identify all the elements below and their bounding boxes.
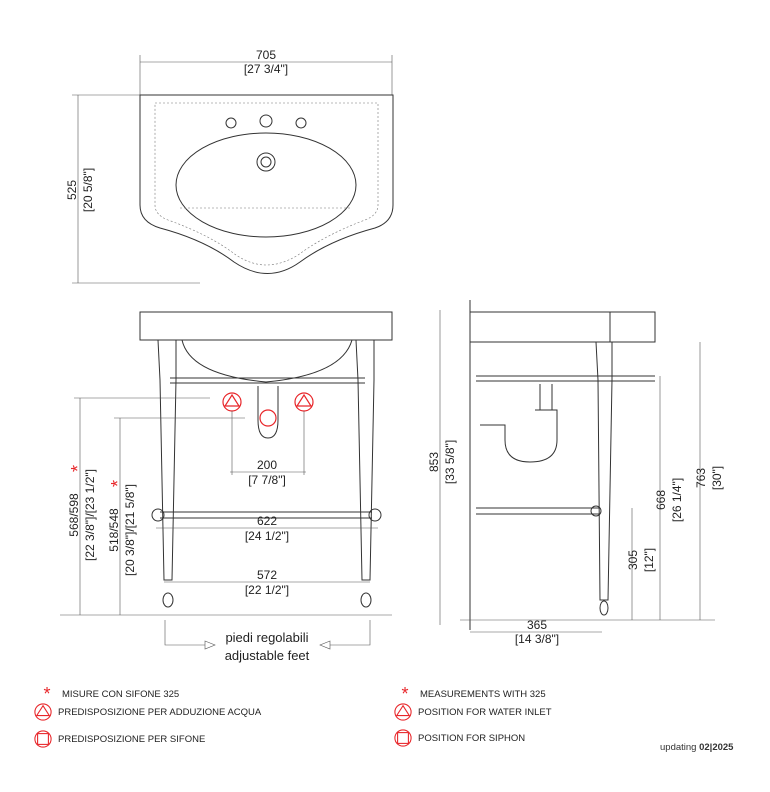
total-height-in: [33 5/8"] [443,440,457,484]
feet-label-en: adjustable feet [225,648,310,663]
legend-en-measurements: * MEASUREMENTS WITH 325 [396,684,546,705]
inlet-spacing-mm: 200 [257,458,277,472]
rim-height-mm: 668 [654,490,668,510]
legend-it-measurements: * MISURE CON SIFONE 325 [38,684,179,705]
bar-width-mm: 622 [257,514,277,528]
feet-label-it: piedi regolabili [225,630,308,645]
feet-width-in: [22 1/2"] [245,583,289,597]
updating-note: updating 02|2025 [660,742,733,753]
legend-text: PREDISPOSIZIONE PER SIFONE [58,733,206,745]
height-a-asterisk: * [68,465,88,472]
height-b-in: [20 3/8"]/[21 5/8"] [123,484,137,576]
feet-width-mm: 572 [257,568,277,582]
height-a-in: [22 3/8"]/[23 1/2"] [83,469,97,561]
siphon-icon [34,730,52,748]
rim-height-in: [26 1/4"] [670,478,684,522]
technical-drawing: 705 [27 3/4"] 525 [20 5/8"] [60,48,724,663]
top-width-mm: 705 [256,48,276,62]
legend-text: MEASUREMENTS WITH 325 [420,689,546,700]
bar-height-in: [12"] [642,548,656,572]
bar-width-in: [24 1/2"] [245,529,289,543]
side-depth-mm: 365 [527,618,547,632]
bar-height-mm: 305 [626,550,640,570]
legend-text: MISURE CON SIFONE 325 [62,689,180,700]
asterisk-icon: * [43,684,51,704]
top-depth-mm: 525 [65,180,79,200]
side-depth-in: [14 3/8"] [515,632,559,646]
top-depth-in: [20 5/8"] [81,168,95,212]
height-b-mm: 518/548 [107,508,121,552]
asterisk-icon: * [401,684,409,704]
top-view: 705 [27 3/4"] 525 [20 5/8"] [65,48,394,284]
siphon-icon [394,729,412,747]
front-view: 200 [7 7/8"] 622 [24 1/2"] 572 [22 1/2"]… [60,311,393,663]
total-height-mm: 853 [427,452,441,472]
legend-text: PREDISPOSIZIONE PER ADDUZIONE ACQUA [58,706,262,718]
updating-date: 02|2025 [699,742,734,753]
legend-it-water-inlet: PREDISPOSIZIONE PER ADDUZIONE ACQUA [34,703,261,721]
inlet-spacing-in: [7 7/8"] [248,473,286,487]
top-height-mm: 763 [694,468,708,488]
legend-en-siphon: POSITION FOR SIPHON [394,729,525,747]
side-view: 853 [33 5/8"] 668 [26 1/4"] 763 [30"] 30… [427,300,724,646]
legend-en-water-inlet: POSITION FOR WATER INLET [394,703,552,721]
updating-label: updating [660,742,697,753]
legend-it-siphon: PREDISPOSIZIONE PER SIFONE [34,730,205,748]
legend-text: POSITION FOR SIPHON [418,732,526,744]
top-width-in: [27 3/4"] [244,62,288,76]
top-height-in: [30"] [710,466,724,490]
water-inlet-icon [394,703,412,721]
height-a-mm: 568/598 [67,493,81,537]
height-b-asterisk: * [108,480,128,487]
water-inlet-icon [34,703,52,721]
legend-text: POSITION FOR WATER INLET [418,706,552,718]
